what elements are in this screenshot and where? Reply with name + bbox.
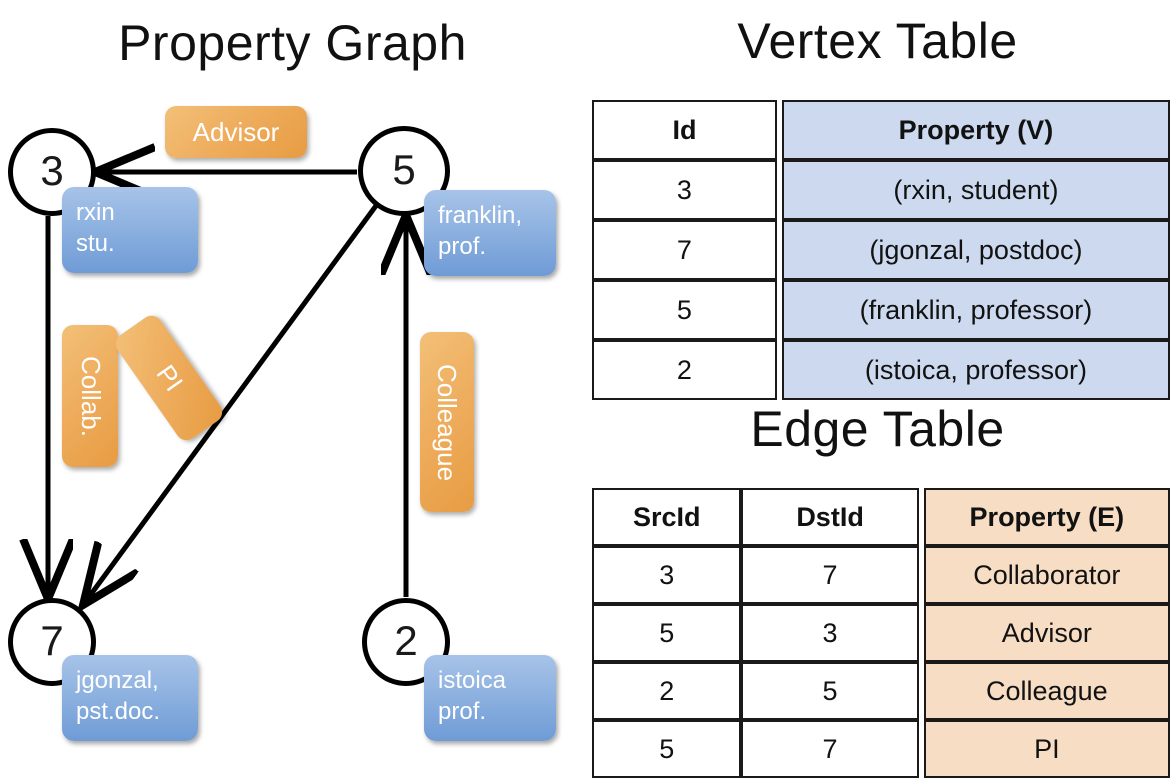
edge-cell-dstid: 3	[741, 604, 919, 662]
graph-node-3-label: 3	[40, 147, 64, 194]
graph-edges-svg	[0, 0, 585, 760]
edge-label-colleague-text: Colleague	[432, 363, 463, 481]
edge-label-colleague: Colleague	[420, 332, 474, 512]
node-property-2-line1: istoica	[438, 667, 507, 694]
table-row: 2 5 Colleague	[592, 662, 1170, 720]
edge-cell-property: Colleague	[923, 662, 1170, 720]
edge-table-header-row: SrcId DstId Property (E)	[592, 488, 1170, 546]
node-property-3-line1: rxin	[76, 199, 115, 226]
edge-cell-dstid: 7	[741, 720, 919, 778]
edge-cell-dstid: 7	[741, 546, 919, 604]
graph-node-7-label: 7	[40, 617, 64, 664]
vertex-cell-id: 2	[592, 340, 777, 400]
edge-cell-property: Collaborator	[923, 546, 1170, 604]
graph-node-5-label: 5	[392, 146, 416, 193]
node-property-3-line2: stu.	[76, 230, 115, 258]
table-row: 2 (istoica, professor)	[592, 340, 1170, 400]
edge-table: SrcId DstId Property (E) 3 7 Collaborato…	[592, 488, 1170, 778]
page-title-property-graph: Property Graph	[118, 15, 467, 71]
vertex-table-header-property: Property (V)	[781, 100, 1170, 160]
node-property-box-5: franklin, prof.	[424, 190, 556, 276]
edge-cell-srcid: 2	[592, 662, 742, 720]
graph-node-2[interactable]: 2	[362, 598, 450, 686]
table-row: 7 (jgonzal, postdoc)	[592, 220, 1170, 280]
edge-5-to-7-pi	[86, 201, 381, 601]
node-property-7-line1: jgonzal,	[76, 667, 159, 694]
node-property-box-7: jgonzal, pst.doc.	[62, 655, 198, 741]
edge-cell-dstid: 5	[741, 662, 919, 720]
table-row: 3 7 Collaborator	[592, 546, 1170, 604]
edge-cell-property: Advisor	[923, 604, 1170, 662]
table-row: 5 7 PI	[592, 720, 1170, 778]
page-title-edge-table: Edge Table	[750, 401, 1005, 457]
graph-node-5[interactable]: 5	[358, 126, 450, 216]
node-property-box-2: istoica prof.	[424, 655, 556, 741]
edge-cell-srcid: 3	[592, 546, 742, 604]
vertex-table-header-row: Id Property (V)	[592, 100, 1170, 160]
table-row: 5 3 Advisor	[592, 604, 1170, 662]
edge-table-header-property: Property (E)	[923, 488, 1170, 546]
edge-cell-property: PI	[923, 720, 1170, 778]
vertex-cell-id: 3	[592, 160, 777, 220]
vertex-cell-property: (rxin, student)	[781, 160, 1170, 220]
node-property-2-line2: prof.	[438, 698, 487, 726]
edge-label-advisor-text: Advisor	[192, 116, 280, 147]
vertex-cell-id: 7	[592, 220, 777, 280]
edge-table-header-srcid: SrcId	[592, 488, 742, 546]
node-property-5-line2: prof.	[438, 233, 487, 261]
vertex-table-header-id: Id	[592, 100, 777, 160]
vertex-cell-property: (franklin, professor)	[781, 280, 1170, 340]
edge-label-pi-text: PI	[150, 359, 189, 397]
vertex-table: Id Property (V) 3 (rxin, student) 7 (jgo…	[592, 100, 1170, 400]
table-row: 5 (franklin, professor)	[592, 280, 1170, 340]
edge-table-header-dstid: DstId	[741, 488, 919, 546]
vertex-cell-property: (jgonzal, postdoc)	[781, 220, 1170, 280]
page-title-vertex-table: Vertex Table	[737, 13, 1018, 69]
vertex-cell-id: 5	[592, 280, 777, 340]
graph-node-2-label: 2	[394, 617, 418, 664]
node-property-7-line2: pst.doc.	[76, 698, 161, 726]
node-property-5-line1: franklin,	[438, 202, 523, 229]
edge-cell-srcid: 5	[592, 720, 742, 778]
table-row: 3 (rxin, student)	[592, 160, 1170, 220]
property-graph-panel: Property Graph 3 5 7 2 rxin stu. frankli…	[0, 0, 585, 760]
edge-label-advisor: Advisor	[165, 106, 307, 158]
vertex-cell-property: (istoica, professor)	[781, 340, 1170, 400]
edge-cell-srcid: 5	[592, 604, 742, 662]
edge-label-collab: Collab.	[62, 325, 118, 467]
edge-label-collab-text: Collab.	[75, 355, 106, 437]
node-property-box-3: rxin stu.	[62, 187, 198, 273]
